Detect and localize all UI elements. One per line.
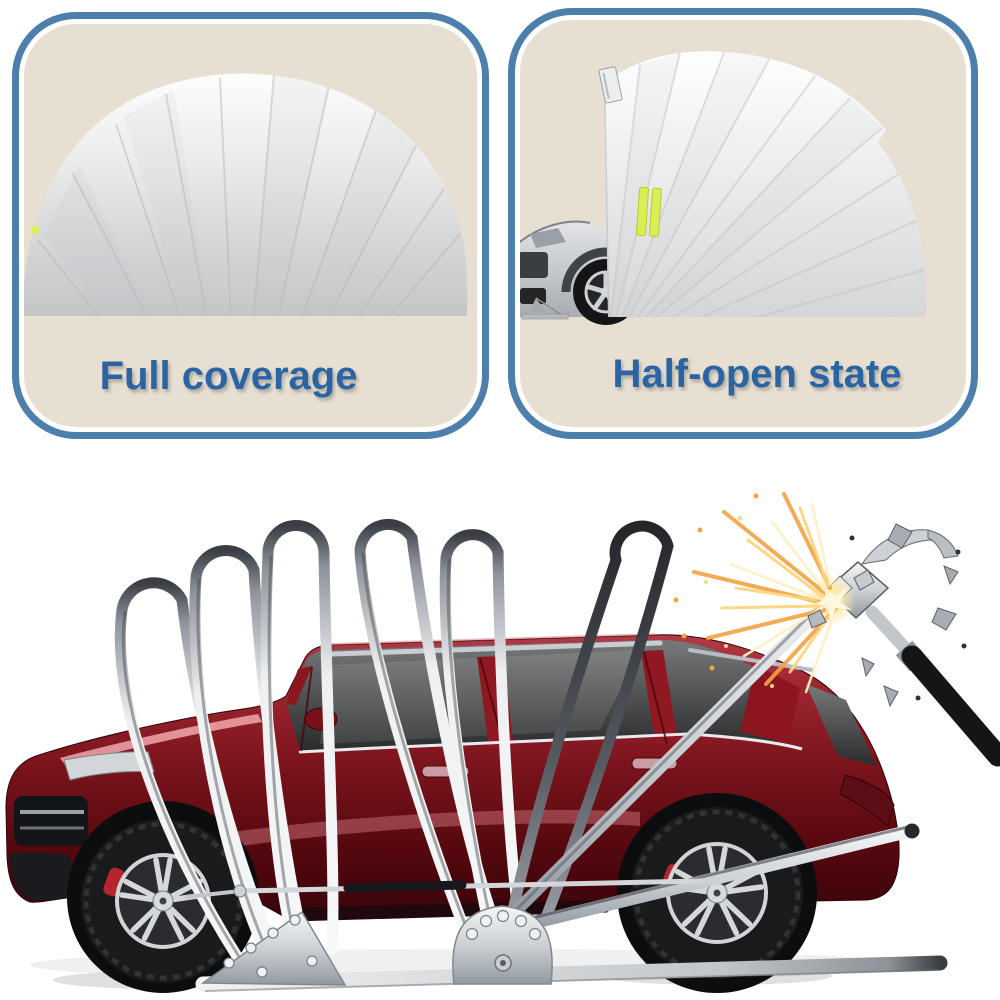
frame-loop-5 bbox=[439, 529, 526, 936]
hammer-grip bbox=[901, 645, 1000, 767]
frame-loop-6 bbox=[504, 520, 674, 930]
front-bumper bbox=[10, 852, 74, 901]
hinge-plate-triangle bbox=[200, 910, 347, 986]
car-cover-half-open-art bbox=[520, 51, 927, 325]
support-pole bbox=[598, 66, 623, 104]
hinge-plate-fan bbox=[452, 905, 553, 985]
cover-fold-shading bbox=[24, 73, 468, 317]
headlight bbox=[530, 228, 566, 248]
half-open-label: Half-open state bbox=[612, 352, 902, 396]
strength-test-scene bbox=[5, 492, 1000, 993]
reflective-dot bbox=[30, 225, 40, 235]
panel-half-open: Half-open state bbox=[508, 8, 978, 439]
grille bbox=[520, 252, 548, 278]
cover-fold-lines bbox=[37, 73, 461, 317]
car-cover-full-art bbox=[24, 73, 468, 317]
front-grille bbox=[14, 796, 88, 846]
panel-half-open-inner: Half-open state bbox=[520, 20, 966, 427]
gas-strut bbox=[185, 878, 703, 899]
rear-rim bbox=[666, 842, 768, 944]
headlight bbox=[63, 751, 155, 781]
car-cover-full-shape bbox=[24, 73, 468, 316]
rear-glass bbox=[806, 684, 876, 766]
ground-anchor bbox=[521, 297, 569, 320]
metal-shards bbox=[807, 523, 967, 708]
reflective-strips bbox=[635, 186, 663, 238]
frame-loop-3 bbox=[260, 520, 339, 963]
folding-frame-loops bbox=[114, 518, 674, 982]
rocker-bar bbox=[496, 824, 917, 937]
a-pillar bbox=[286, 666, 312, 706]
panel-full-coverage-inner: Full coverage bbox=[24, 24, 477, 427]
full-coverage-label: Full coverage bbox=[99, 354, 358, 398]
taillight bbox=[839, 774, 895, 827]
diagonal-frame-bars bbox=[185, 575, 948, 992]
panel-full-coverage: Full coverage bbox=[12, 12, 489, 439]
car-cover-half-open-shape bbox=[604, 51, 927, 318]
d-pillar bbox=[740, 665, 800, 743]
cover-fold-lines bbox=[604, 51, 925, 318]
front-rim bbox=[115, 853, 211, 949]
frame-loop-4 bbox=[354, 518, 504, 944]
